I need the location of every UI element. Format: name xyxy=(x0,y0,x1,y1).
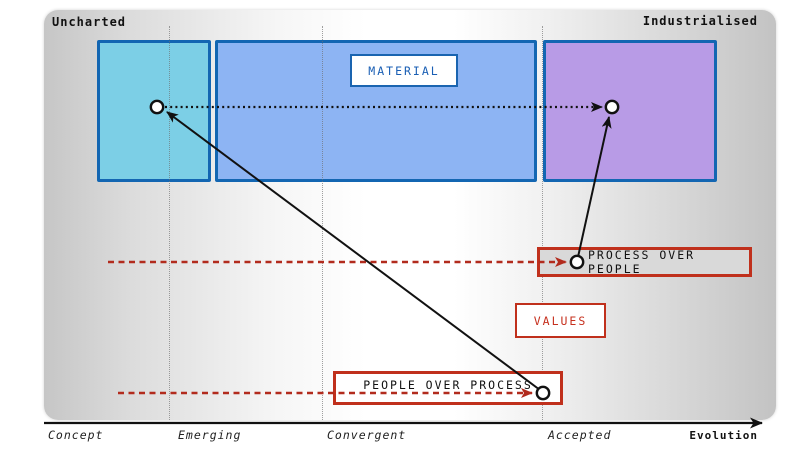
people-over-process-box: PEOPLE OVER PROCESS xyxy=(333,371,563,405)
values-label: VALUES xyxy=(533,313,588,328)
process-over-people-label: PROCESS OVER PEOPLE xyxy=(588,248,696,276)
evolution-axis-label: Evolution xyxy=(689,429,758,442)
stage-label-emerging: Emerging xyxy=(178,428,242,442)
stage-label-accepted: Accepted xyxy=(548,428,612,442)
material-label: MATERIAL xyxy=(368,63,440,78)
uncharted-region-box xyxy=(97,40,211,182)
stage-label-concept: Concept xyxy=(48,428,104,442)
process-over-people-box: PROCESS OVER PEOPLE xyxy=(537,247,752,277)
gridline-emerging xyxy=(169,26,170,420)
stage-label-convergent: Convergent xyxy=(327,428,407,442)
people-over-process-label: PEOPLE OVER PROCESS xyxy=(363,378,533,392)
industrialised-label: Industrialised xyxy=(642,14,758,28)
gridline-convergent xyxy=(322,26,323,420)
industrialised-region-box xyxy=(543,40,717,182)
gridline-accepted xyxy=(542,26,543,420)
values-box: VALUES xyxy=(515,303,606,338)
uncharted-label: Uncharted xyxy=(52,15,127,29)
material-box: MATERIAL xyxy=(350,54,458,87)
